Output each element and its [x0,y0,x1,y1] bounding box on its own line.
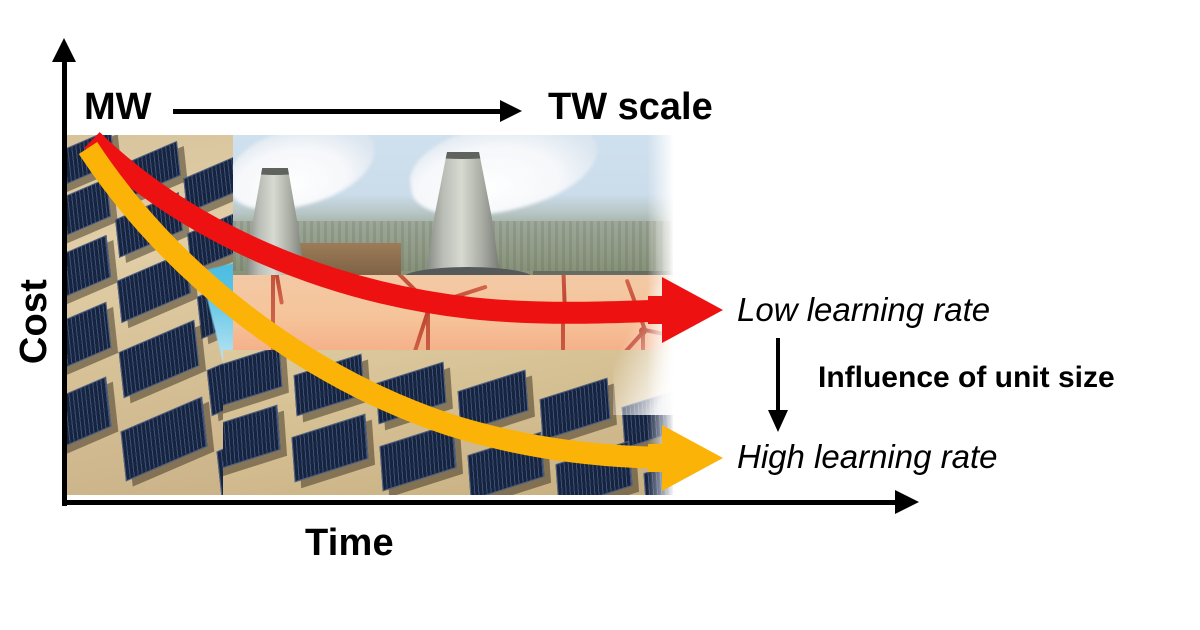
low-learning-rate-label: Low learning rate [737,291,991,328]
y-axis-label: Cost [13,278,56,365]
scale-arrow-shaft [173,109,503,114]
scale-arrow-head-icon [500,100,522,122]
high-learning-rate-label: High learning rate [737,438,998,475]
influence-arrow-head-icon [768,410,788,432]
photo-collage [63,135,673,495]
scale-from-label: MW [84,86,152,128]
x-axis-arrowhead-icon [895,490,919,514]
y-axis-line [62,56,67,506]
x-axis-label: Time [305,522,394,564]
scale-to-label: TW scale [548,86,713,128]
influence-arrow-shaft [776,338,780,416]
solar-farm-photo-lower [223,350,673,495]
y-axis-arrowhead-icon [52,38,76,62]
x-axis-line [62,500,902,505]
influence-label: Influence of unit size [818,361,1115,394]
